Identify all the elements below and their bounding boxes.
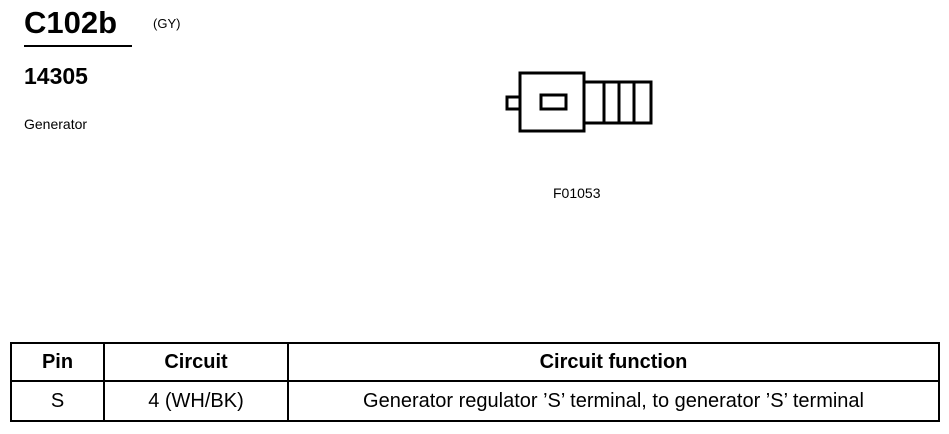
component-name: Generator [24,116,88,132]
connector-terminal-window [539,93,568,111]
figure-id: F01053 [553,185,601,201]
connector-latch-tab [505,95,522,111]
pinout-table: Pin Circuit Circuit function S 4 (WH/BK)… [10,342,940,422]
table-row: S 4 (WH/BK) Generator regulator ’S’ term… [10,380,940,422]
cell-pin: S [10,380,105,422]
cell-circuit-function: Generator regulator ’S’ terminal, to gen… [287,380,940,422]
cell-circuit: 4 (WH/BK) [103,380,289,422]
header-circuit: Circuit [103,342,289,382]
header-circuit-function: Circuit function [287,342,940,382]
connector-housing [518,71,586,133]
connector-color-code: (GY) [153,16,181,31]
title-underline [24,45,132,47]
header-pin: Pin [10,342,105,382]
table-header-row: Pin Circuit Circuit function [10,342,940,382]
part-number: 14305 [24,63,88,89]
connector-diagram [505,71,653,133]
connector-id: C102b [24,5,118,40]
